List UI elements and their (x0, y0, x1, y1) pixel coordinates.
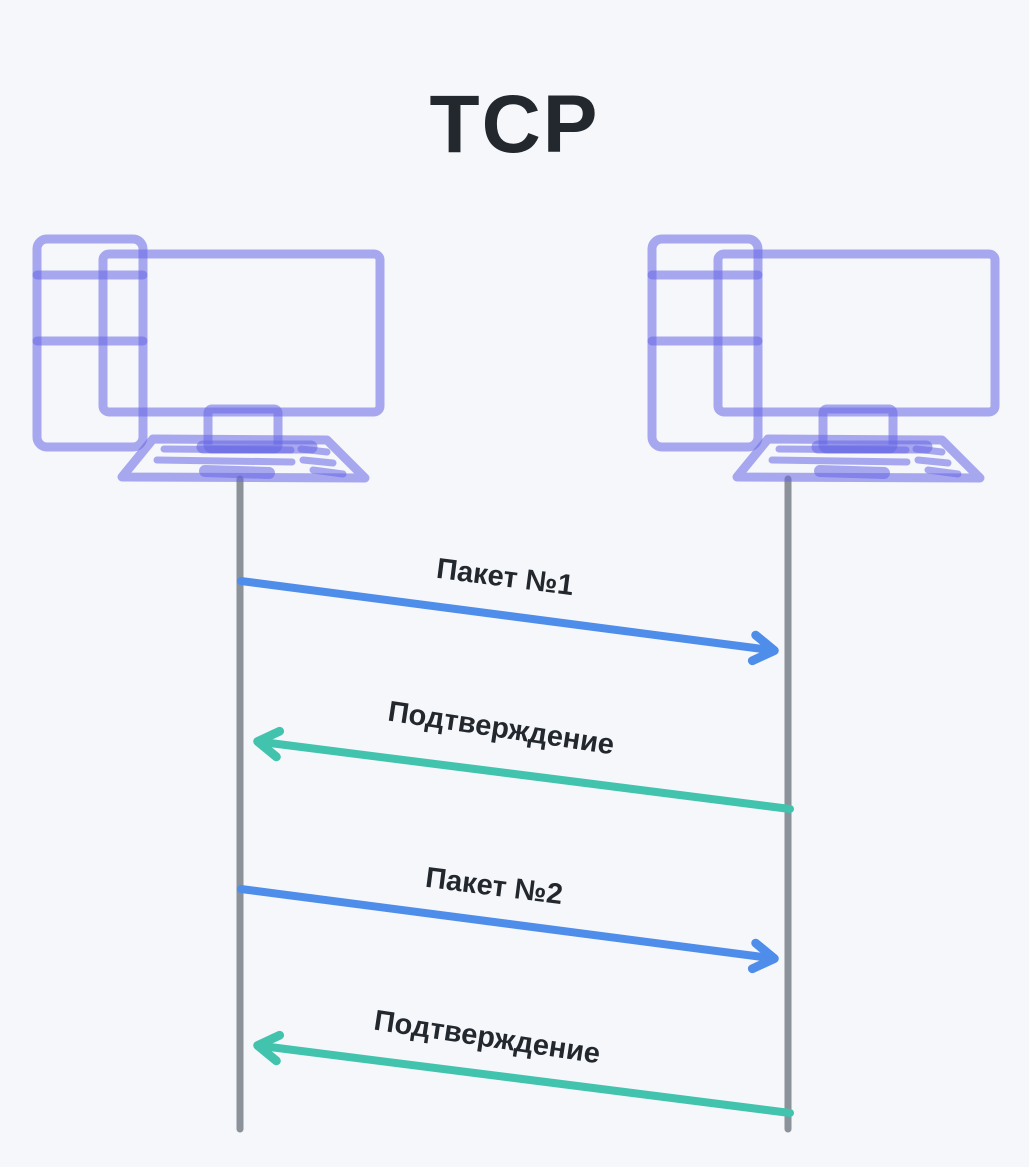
packet-1-arrow (237, 577, 779, 666)
sender-computer-icon (37, 239, 380, 478)
packet-2-arrow (237, 885, 779, 974)
page-title: TCP (429, 79, 600, 170)
ack-2-arrow (253, 1030, 794, 1117)
receiver-computer-icon (652, 239, 995, 478)
ack-1-arrow (253, 726, 794, 813)
